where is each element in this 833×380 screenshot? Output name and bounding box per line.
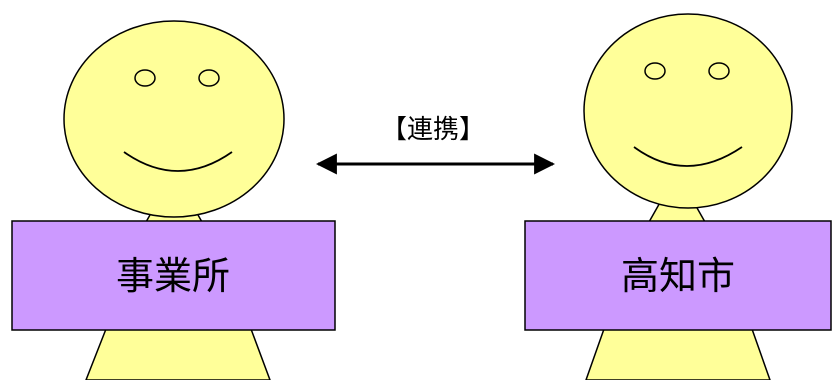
left-person: 事業所 [11,20,336,380]
right-person-left-eye [644,62,666,80]
right-person-smile [633,146,743,167]
left-person-smile [123,151,233,172]
left-person-right-eye [198,69,220,87]
right-person: 高知市 [524,13,832,380]
right-person-label: 高知市 [621,254,735,298]
right-person-head [583,13,793,209]
left-person-lower-body [85,328,271,380]
right-person-lower-body [585,328,771,380]
left-person-head [63,20,285,218]
left-person-name-plate [11,220,336,331]
left-person-left-eye [134,69,156,87]
right-person-name-plate [524,220,832,331]
left-person-label: 事業所 [116,254,230,298]
right-person-right-eye [708,62,730,80]
link-label: 【連携】 [381,115,485,145]
link: 【連携】 [315,115,556,175]
